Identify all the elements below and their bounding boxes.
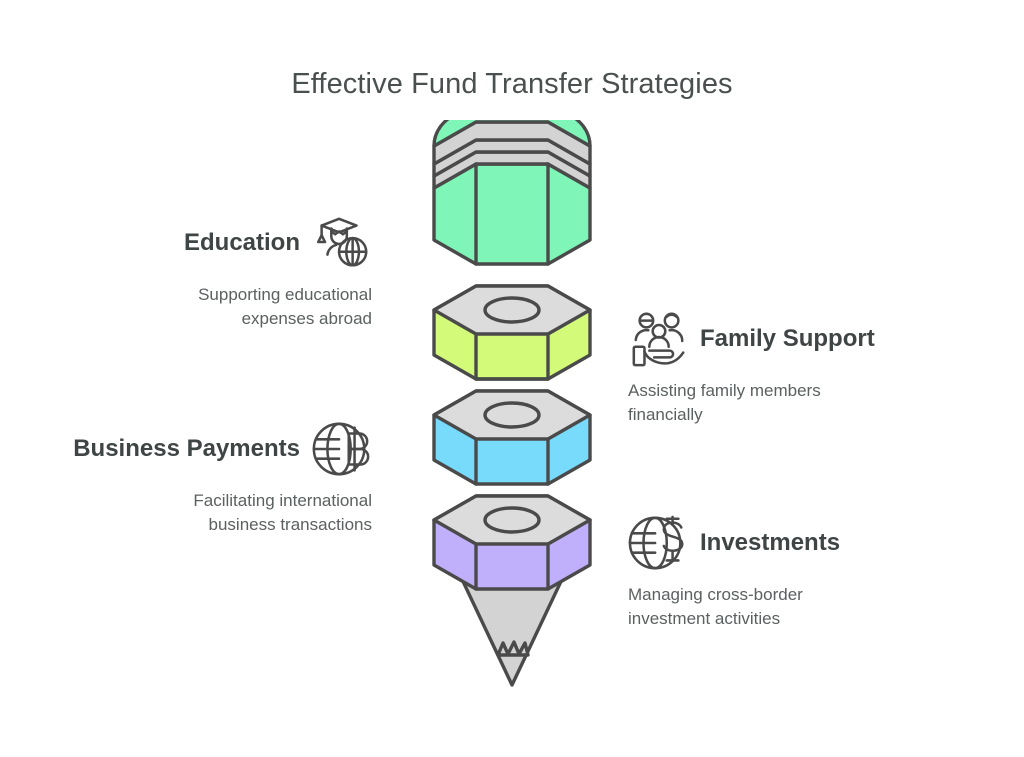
graduation-cap-globe-icon — [310, 212, 372, 274]
label-title-education: Education — [183, 228, 300, 256]
globe-currency-icon — [310, 418, 372, 480]
label-desc-investments: Managing cross-border investment activit… — [628, 585, 803, 629]
funnel-tier-investments[interactable] — [432, 494, 592, 591]
funnel-tier-family[interactable] — [432, 284, 592, 381]
label-block-family[interactable]: Family Support Assisting family members … — [628, 308, 988, 427]
page-title: Effective Fund Transfer Strategies — [291, 68, 733, 100]
label-head-row-family: Family Support — [628, 308, 988, 370]
label-head-row-investments: Investments — [628, 512, 988, 574]
label-title-business: Business Payments — [73, 434, 300, 462]
label-block-education[interactable]: Education — [52, 212, 372, 331]
label-block-business[interactable]: Business Payments Facilitat — [30, 418, 372, 537]
funnel-diagram — [432, 120, 592, 687]
label-desc-business: Facilitating international business tran… — [193, 491, 372, 535]
hand-family-icon — [628, 308, 690, 370]
label-head-row-business: Business Payments — [30, 418, 372, 480]
funnel-tier-education[interactable] — [432, 120, 592, 266]
label-desc-family: Assisting family members financially — [628, 381, 821, 425]
globe-dollar-icon — [628, 512, 690, 574]
label-title-family: Family Support — [700, 324, 875, 352]
label-block-investments[interactable]: Investments Managing cross-border invest… — [628, 512, 988, 631]
label-head-row-education: Education — [52, 212, 372, 274]
label-desc-education: Supporting educational expenses abroad — [198, 285, 372, 329]
funnel-tier-business[interactable] — [432, 389, 592, 486]
label-title-investments: Investments — [700, 528, 841, 556]
